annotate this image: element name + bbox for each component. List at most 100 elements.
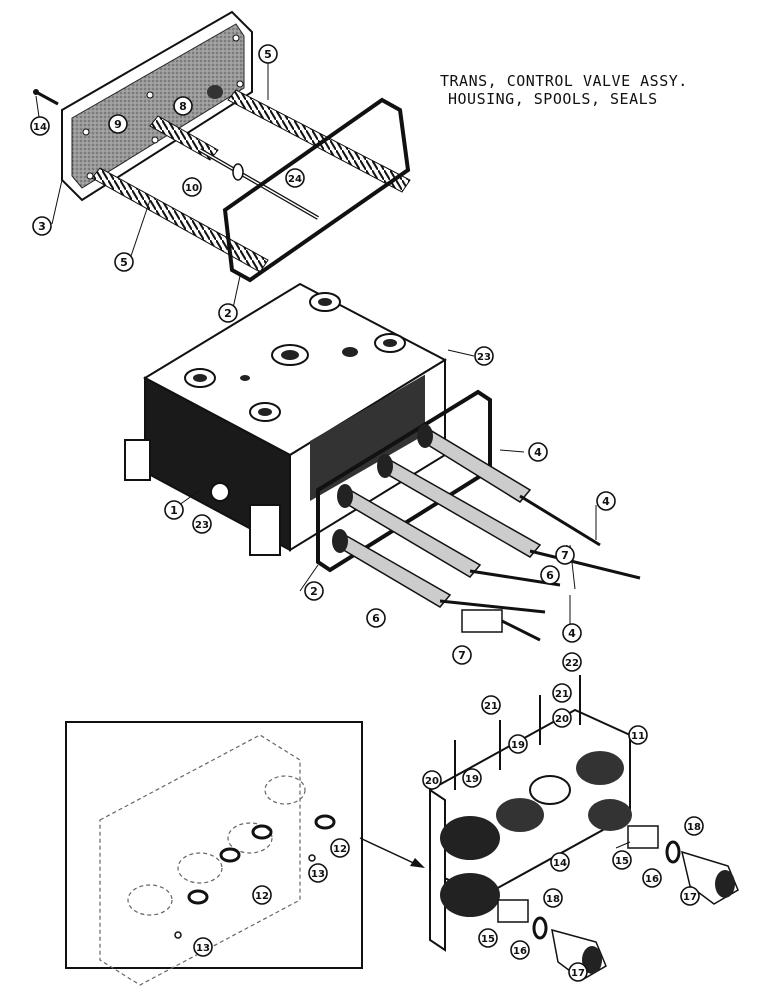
callout-7: 7: [555, 545, 575, 565]
callout-label: 11: [631, 731, 645, 742]
callout-circle: [478, 928, 498, 948]
callout-circle: [164, 500, 184, 520]
callout-label: 9: [114, 118, 122, 131]
callout-21: 21: [481, 695, 501, 715]
callout-16: 16: [510, 940, 530, 960]
callout-circle: [552, 683, 572, 703]
callout-label: 4: [568, 627, 576, 640]
callout-18: 18: [543, 888, 563, 908]
callout-label: 3: [38, 220, 46, 233]
callout-circle: [192, 514, 212, 534]
callout-23: 23: [474, 346, 494, 366]
callout-circle: [562, 623, 582, 643]
callout-12: 12: [252, 885, 272, 905]
callout-14: 14: [550, 852, 570, 872]
spring-lower: [91, 167, 269, 273]
callout-label: 19: [465, 774, 479, 785]
callout-5: 5: [258, 44, 278, 64]
callout-circle: [452, 645, 472, 665]
callout-circle: [510, 940, 530, 960]
callout-label: 22: [565, 658, 579, 669]
callout-18: 18: [684, 816, 704, 836]
spring-upper: [227, 89, 411, 193]
callout-23: 23: [192, 514, 212, 534]
callout-label: 13: [196, 943, 210, 954]
callout-label: 16: [513, 946, 527, 957]
callout-2: 2: [218, 303, 238, 323]
callout-label: 6: [546, 569, 554, 582]
callout-circle: [596, 491, 616, 511]
callout-17: 17: [568, 962, 588, 982]
callout-14: 14: [30, 116, 50, 136]
callout-circle: [462, 768, 482, 788]
callout-circle: [550, 852, 570, 872]
callout-circle: [193, 937, 213, 957]
callout-circle: [366, 608, 386, 628]
valve-housing: [124, 282, 448, 556]
callout-label: 10: [185, 183, 199, 194]
callout-24: 24: [285, 168, 305, 188]
callout-6: 6: [366, 608, 386, 628]
callout-circle: [218, 303, 238, 323]
callout-circle: [540, 565, 560, 585]
callout-6: 6: [540, 565, 560, 585]
callout-19: 19: [508, 734, 528, 754]
callout-17: 17: [680, 886, 700, 906]
callout-label: 17: [683, 892, 697, 903]
callout-20: 20: [422, 770, 442, 790]
callout-circle: [108, 114, 128, 134]
callout-label: 7: [561, 549, 569, 562]
callout-label: 8: [179, 100, 187, 113]
callout-circle: [114, 252, 134, 272]
callout-4: 4: [596, 491, 616, 511]
callout-circle: [543, 888, 563, 908]
callout-label: 23: [477, 352, 491, 363]
callout-label: 18: [687, 822, 701, 833]
callout-8: 8: [173, 96, 193, 116]
callout-7: 7: [452, 645, 472, 665]
spool-4: [332, 529, 546, 614]
callout-circle: [628, 725, 648, 745]
callout-16: 16: [642, 868, 662, 888]
callout-label: 1: [170, 504, 178, 517]
callout-label: 17: [571, 968, 585, 979]
callout-label: 21: [484, 701, 498, 712]
callout-label: 7: [458, 649, 466, 662]
inset-detail-box: [65, 721, 363, 986]
callout-label: 2: [224, 307, 232, 320]
callout-circle: [285, 168, 305, 188]
callout-circle: [680, 886, 700, 906]
callout-label: 15: [615, 856, 629, 867]
callout-circle: [612, 850, 632, 870]
callout-circle: [528, 442, 548, 462]
cover-plate: [61, 10, 253, 202]
end-cap-housing: [429, 675, 632, 952]
callout-circle: [568, 962, 588, 982]
spool-plunger: [461, 609, 541, 642]
callout-circle: [555, 545, 575, 565]
callout-circle: [562, 652, 582, 672]
callout-label: 4: [534, 446, 542, 459]
diagram-title-line-1: TRANS, CONTROL VALVE ASSY.: [440, 72, 688, 90]
callout-circle: [474, 346, 494, 366]
callout-circle: [30, 116, 50, 136]
diagram-title-line-2: HOUSING, SPOOLS, SEALS: [448, 90, 658, 108]
callout-22: 22: [562, 652, 582, 672]
callout-label: 23: [195, 520, 209, 531]
callout-11: 11: [628, 725, 648, 745]
callout-circle: [330, 838, 350, 858]
callout-label: 14: [553, 858, 567, 869]
callout-4: 4: [562, 623, 582, 643]
callout-circle: [481, 695, 501, 715]
callout-3: 3: [32, 216, 52, 236]
callout-13: 13: [308, 863, 328, 883]
inset-arrow: [359, 837, 425, 868]
callout-12: 12: [330, 838, 350, 858]
callout-label: 12: [333, 844, 347, 855]
callout-label: 5: [120, 256, 128, 269]
callout-circle: [252, 885, 272, 905]
callout-circle: [173, 96, 193, 116]
spool-2: [377, 454, 641, 580]
